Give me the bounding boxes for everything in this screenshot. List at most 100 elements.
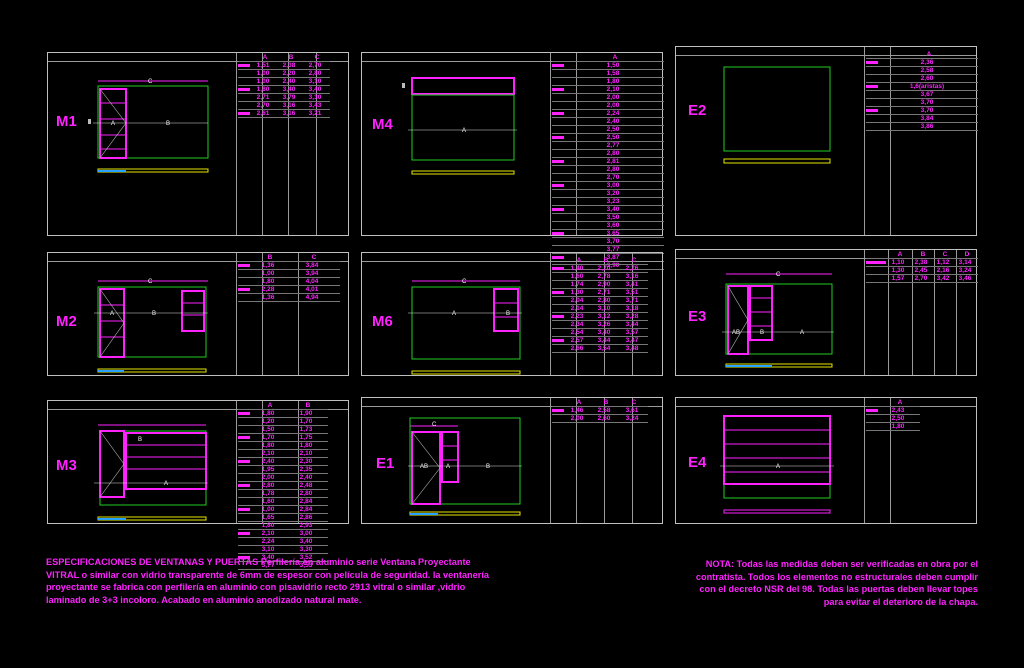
table-cell: 3,12: [597, 313, 611, 320]
row-marker: [238, 102, 250, 109]
table-cell: 1,00: [261, 270, 275, 277]
table-cell: 3,86: [920, 123, 934, 130]
table-cell: 2,40: [261, 458, 275, 465]
table-cell: 1,80: [606, 78, 620, 85]
table-column-header: B: [603, 257, 609, 264]
table-cell: 3,16: [625, 273, 639, 280]
table-header: A: [866, 51, 978, 59]
row-marker: [238, 522, 250, 529]
row-marker: [552, 315, 564, 318]
table-row: 3,77: [552, 246, 664, 254]
row-marker: [238, 78, 250, 85]
table-cell: 1,70: [261, 434, 275, 441]
table-cell: 3,51: [625, 289, 639, 296]
table-cell: 2,28: [261, 286, 275, 293]
row-marker: [552, 232, 564, 235]
table-cell: 3,60: [606, 222, 620, 229]
svg-text:B: B: [486, 464, 490, 470]
table-row: 2,70: [552, 174, 664, 182]
drawing-label: E3: [688, 308, 707, 325]
table-cell: 2,23: [570, 313, 584, 320]
table-cell: 2,84: [299, 506, 313, 513]
table-cell: 2,45: [914, 267, 928, 274]
drawing-label: M4: [372, 116, 393, 133]
table-cell: 4,04: [305, 278, 319, 285]
table-cell: 2,24: [606, 110, 620, 117]
row-marker: [552, 222, 564, 229]
table-cell: 3,41: [625, 281, 639, 288]
drawing-label: M6: [372, 313, 393, 330]
table-cell: 1,90: [299, 410, 313, 417]
row-marker: [238, 546, 250, 553]
table-cell: 2,81: [606, 158, 620, 165]
table-column-header: C: [311, 254, 317, 261]
table-cell: 1,74: [570, 281, 584, 288]
drawing-label: M3: [56, 457, 77, 474]
table-row: 2,40: [552, 118, 664, 126]
table-cell: 1,30: [891, 267, 905, 274]
row-marker: [552, 174, 564, 181]
table-cell: 2,16: [936, 267, 950, 274]
table-cell: 3,24: [958, 267, 972, 274]
row-marker: [238, 94, 250, 101]
table-column-header: B: [603, 399, 609, 406]
table-row: 2,10: [552, 86, 664, 94]
row-marker: [552, 94, 564, 101]
table-cell: 2,70: [256, 102, 270, 109]
table-row: 3,70: [866, 107, 978, 115]
window-elevation-drawing: C AB B A: [722, 272, 834, 368]
window-elevation-drawing: C A B: [408, 279, 522, 375]
row-marker: [238, 538, 250, 545]
row-marker: [238, 508, 250, 511]
row-marker: [552, 256, 564, 259]
table-cell: 3,30: [299, 546, 313, 553]
row-marker: [238, 514, 250, 521]
table-column-header: C: [631, 399, 637, 406]
drawing-label: E1: [376, 455, 395, 472]
row-marker: [866, 415, 878, 422]
table-column-header: B: [288, 54, 294, 61]
row-marker: [866, 109, 878, 112]
table-row: 2,80: [552, 166, 664, 174]
table-cell: 2,04: [570, 297, 584, 304]
svg-text:A: A: [164, 481, 168, 487]
table-row: 2,50: [552, 126, 664, 134]
table-cell: 3,48: [625, 345, 639, 352]
table-column-header: C: [631, 257, 637, 264]
svg-text:C: C: [462, 279, 467, 285]
row-marker: [866, 423, 878, 430]
general-note: NOTA: Todas las medidas deben ser verifi…: [695, 559, 978, 607]
window-elevation-drawing: A: [402, 77, 517, 175]
row-marker: [866, 99, 878, 106]
row-marker: [552, 345, 564, 352]
table-row: 2,80: [552, 150, 664, 158]
table-cell: 2,57: [570, 337, 584, 344]
table-cell: 3,52: [299, 554, 313, 561]
drawing-label: M2: [56, 313, 77, 330]
table-cell: 3,40: [606, 206, 620, 213]
table-cell: 2,38: [282, 62, 296, 69]
table-cell: 3,16: [282, 110, 296, 117]
table-cell: 1,00: [256, 78, 270, 85]
